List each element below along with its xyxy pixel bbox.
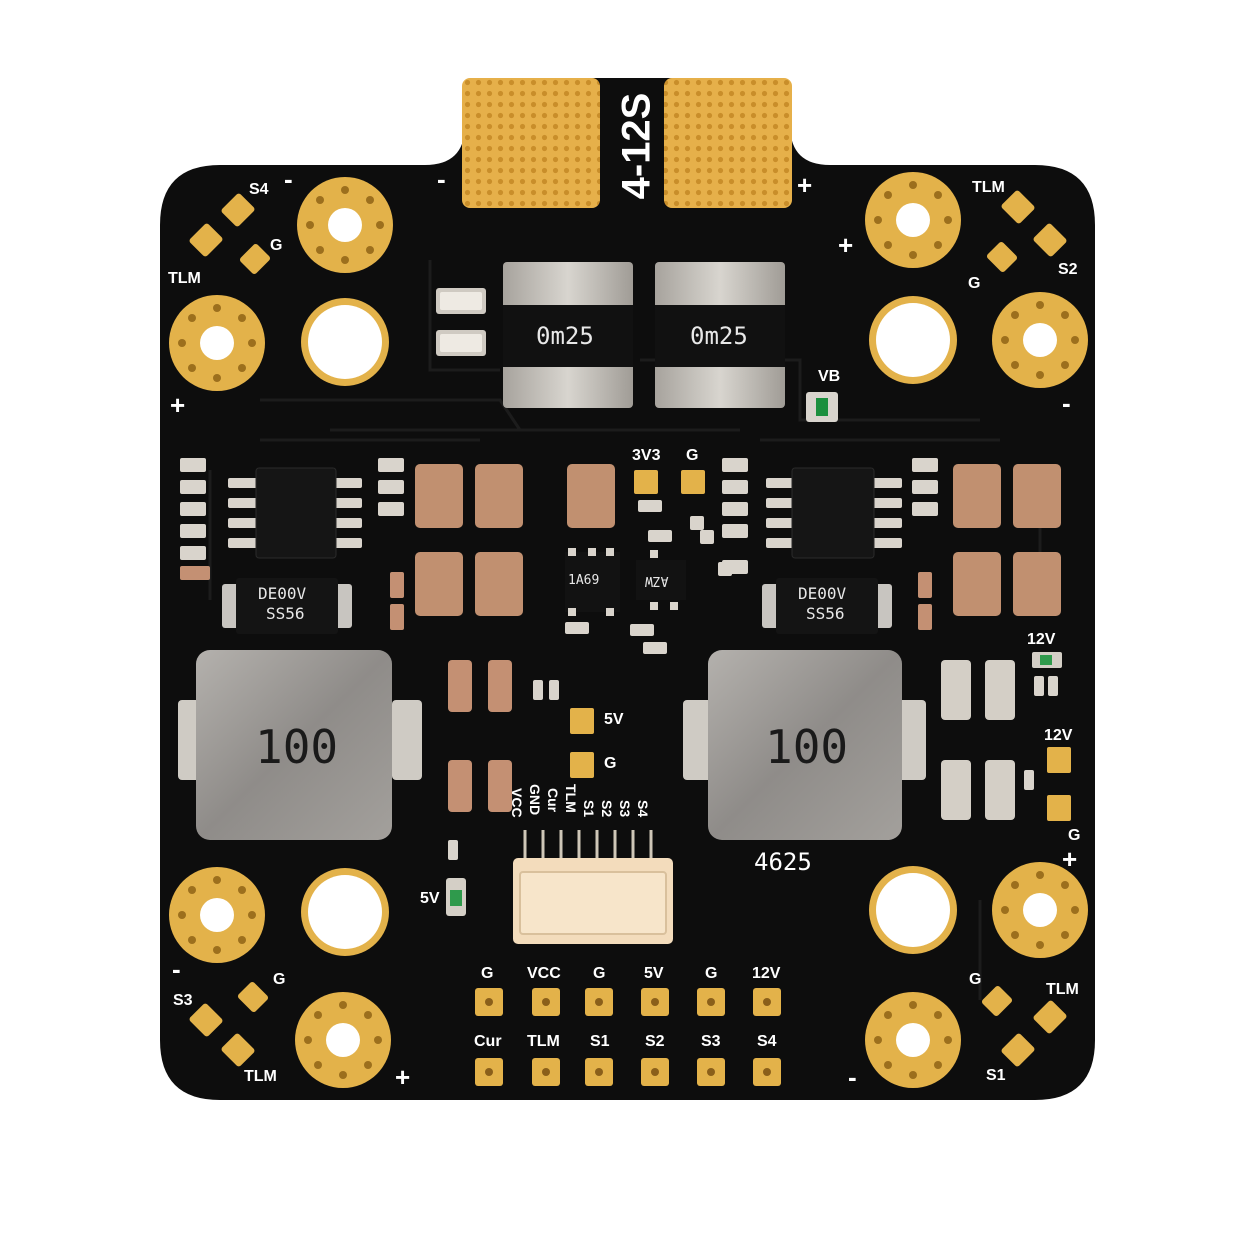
silk-5v-led: 5V: [420, 890, 440, 907]
silk-bl-s3: S3: [173, 992, 193, 1009]
silk-plus-right: +: [1062, 844, 1078, 874]
silk-g-mid: G: [686, 447, 699, 464]
ring-bl-motor: [169, 867, 265, 963]
part-number: 4625: [754, 848, 812, 876]
silk-tr-plus: +: [838, 230, 854, 260]
diode-left-marking-2: SS56: [266, 604, 305, 623]
silk-tl-minus2: -: [284, 164, 293, 194]
ic-left-marking: 1A69: [568, 573, 600, 588]
diode-right-marking-2: SS56: [806, 604, 845, 623]
silk-g-right: G: [1068, 827, 1081, 844]
silk-g-pad: G: [604, 755, 617, 772]
silk-br-g: G: [969, 971, 982, 988]
pin-label-s3: S3: [617, 800, 633, 818]
ring-r-motor: [992, 292, 1088, 388]
ring-tr-motor: [865, 172, 961, 268]
pin-label-cur: Cur: [545, 788, 561, 813]
diode-right-marking-1: DE00V: [798, 584, 847, 603]
silk-tr-g: G: [968, 275, 981, 292]
pad-bottom-label-1: TLM: [527, 1033, 560, 1050]
ring-tl-motor: [297, 177, 393, 273]
pad-top-label-2: G: [593, 965, 606, 982]
silk-12v-pad: 12V: [1044, 727, 1073, 744]
left-regulator: [180, 458, 523, 634]
pad-bottom-label-3: S2: [645, 1033, 665, 1050]
silk-br-tlm: TLM: [1046, 981, 1079, 998]
silk-top-minus: -: [437, 164, 446, 194]
shunt-right-marking: 0m25: [690, 322, 748, 350]
pin-label-s4: S4: [635, 800, 651, 818]
pad-bottom-label-2: S1: [590, 1033, 610, 1050]
pad-top-label-5: 12V: [752, 965, 781, 982]
shunt-right: [655, 262, 785, 408]
center-components: [565, 464, 732, 654]
silk-vb: VB: [818, 368, 841, 385]
ring-br-motor: [865, 992, 961, 1088]
silk-12v-led: 12V: [1027, 631, 1056, 648]
battery-neg-pad: [462, 78, 600, 208]
inductor-left: [178, 650, 422, 840]
pad-bottom-label-5: S4: [757, 1033, 777, 1050]
silk-br-s1: S1: [986, 1067, 1006, 1084]
battery-pos-pad: [664, 78, 792, 208]
silk-tl-tlm: TLM: [168, 270, 201, 287]
silk-5v-pad: 5V: [604, 711, 624, 728]
ring-l-motor: [169, 295, 265, 391]
voltage-label: 4-12S: [614, 92, 659, 200]
silk-tl-s4: S4: [249, 181, 269, 198]
silk-bl-minus: -: [172, 954, 181, 984]
shunt-left-marking: 0m25: [536, 322, 594, 350]
silk-tl-plus: +: [170, 390, 186, 420]
silk-tl-g: G: [270, 237, 283, 254]
mount-holes: [301, 296, 957, 956]
pin-label-vcc: VCC: [509, 788, 525, 818]
silk-3v3: 3V3: [632, 447, 661, 464]
pin-label-gnd: GND: [527, 784, 543, 816]
silk-br-minus: -: [848, 1062, 857, 1092]
silk-bl-plus: +: [395, 1062, 411, 1092]
inductor-right: [683, 650, 926, 840]
pcb-outline: [160, 78, 1095, 1100]
pin-label-s1: S1: [581, 800, 597, 818]
silk-top-plus: +: [797, 170, 813, 200]
pin-label-s2: S2: [599, 800, 615, 818]
inductor-right-marking: 100: [765, 720, 849, 774]
mount-rings: [169, 172, 1088, 1088]
jst-connector: [513, 830, 673, 944]
pad-bottom-label-4: S3: [701, 1033, 721, 1050]
pad-top-label-3: 5V: [644, 965, 664, 982]
pad-top-label-4: G: [705, 965, 718, 982]
silk-bl-g: G: [273, 971, 286, 988]
pin-label-tlm: TLM: [563, 784, 579, 813]
shunt-left: [503, 262, 633, 408]
inductor-left-marking: 100: [255, 720, 339, 774]
diode-left-marking-1: DE00V: [258, 584, 307, 603]
pad-top-label-1: VCC: [527, 965, 561, 982]
silk-bl-tlm: TLM: [244, 1068, 277, 1085]
ring-r2-motor: [992, 862, 1088, 958]
silk-tr-minus: -: [1062, 388, 1071, 418]
right-regulator: [722, 458, 1061, 634]
corner-signal-pads: [189, 190, 1067, 1067]
ic-right-marking: AZW: [645, 573, 669, 588]
pad-bottom-label-0: Cur: [474, 1033, 502, 1050]
small-caps: [448, 652, 1071, 860]
silk-tr-tlm: TLM: [972, 179, 1005, 196]
pad-top-label-0: G: [481, 965, 494, 982]
ring-b-motor: [295, 992, 391, 1088]
silk-tr-s2: S2: [1058, 261, 1078, 278]
